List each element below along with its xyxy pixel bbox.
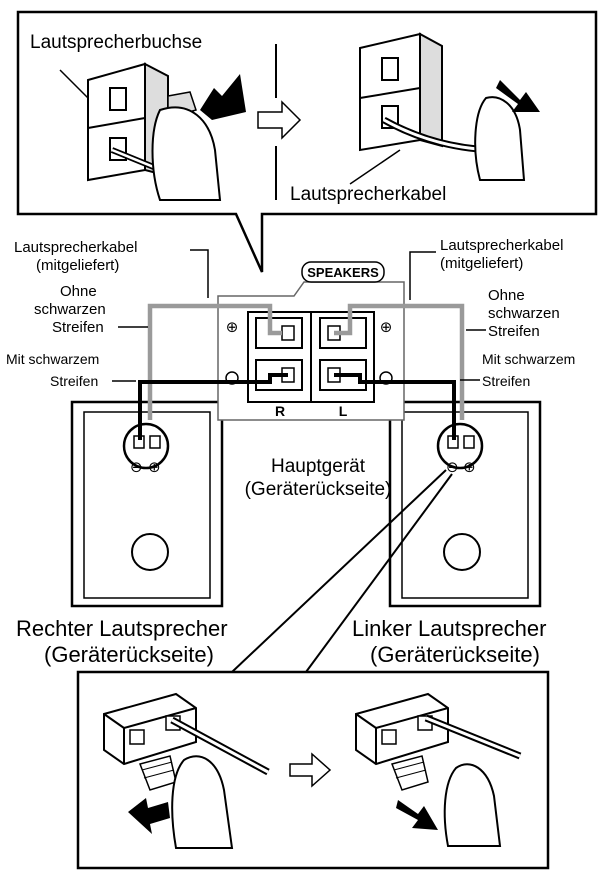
plus-symbol: ⊕ — [380, 319, 393, 336]
right-speaker-label: Rechter Lautsprecher — [16, 616, 228, 641]
stripe-label-right-2: Streifen — [482, 373, 530, 389]
release-arrow-icon — [396, 800, 438, 830]
minus-symbol: ⊖ — [130, 459, 143, 476]
left-side-labels: Lautsprecherkabel (mitgeliefert) Ohne sc… — [6, 239, 209, 389]
main-unit-panel: SPEAKERS ⊕ ⊕ R L — [217, 261, 405, 421]
channel-left-label: L — [339, 403, 348, 419]
cable-label-right: Lautsprecherkabel — [440, 237, 563, 254]
bottom-jack-released — [355, 692, 522, 847]
hollow-arrow-right-icon — [289, 752, 332, 788]
stripe-label-left-1: Mit schwarzem — [6, 351, 99, 367]
main-unit-rear-label: (Geräterückseite) — [245, 479, 392, 500]
terminal-cup — [436, 422, 484, 470]
finger-press — [151, 106, 222, 201]
no-stripe-label-left-2: schwarzen — [34, 301, 106, 318]
push-arrow-icon — [200, 74, 246, 120]
top-callout-panel: Lautsprecherbuchse — [16, 10, 598, 273]
jack-illustration-open — [87, 62, 246, 201]
plus-symbol: ⊕ — [226, 319, 239, 336]
no-stripe-label-right-1: Ohne — [488, 287, 525, 304]
black-wire-left — [334, 373, 456, 440]
gray-wire-right — [147, 303, 282, 420]
stripe-label-right-1: Mit schwarzem — [482, 351, 575, 367]
no-stripe-label-right-2: schwarzen — [488, 305, 560, 322]
hollow-arrow-right-icon — [257, 100, 302, 140]
stripe-label-left-2: Streifen — [50, 373, 98, 389]
jack-label: Lautsprecherbuchse — [30, 32, 202, 53]
left-speaker-rear-label: (Geräterückseite) — [370, 642, 540, 667]
black-wire-right — [138, 373, 288, 440]
no-stripe-label-left-1: Ohne — [60, 283, 97, 300]
plus-symbol: ⊕ — [148, 459, 161, 476]
jack-leader-line — [59, 69, 91, 101]
left-speaker-label: Linker Lautsprecher — [352, 616, 546, 641]
plus-symbol: ⊕ — [463, 459, 476, 476]
cable-supplied-left: (mitgeliefert) — [36, 257, 119, 274]
bottom-jack-pressed — [103, 692, 270, 849]
right-speaker-rear-label: (Geräterückseite) — [44, 642, 214, 667]
left-speaker-cabinet: ⊖ ⊕ — [388, 400, 542, 608]
no-stripe-label-right-3: Streifen — [488, 323, 540, 340]
minus-symbol: ⊖ — [446, 459, 459, 476]
main-unit-label: Hauptgerät — [271, 456, 366, 477]
jack-illustration-released — [359, 32, 540, 181]
speakers-badge — [301, 261, 385, 283]
terminal-cup — [122, 422, 170, 470]
cable-label-top: Lautsprecherkabel — [290, 184, 446, 205]
right-side-labels: Lautsprecherkabel (mitgeliefert) Ohne sc… — [409, 237, 575, 389]
finger-release — [474, 96, 526, 181]
no-stripe-label-left-3: Streifen — [52, 319, 104, 336]
right-speaker-cabinet: ⊖ ⊕ — [70, 400, 224, 608]
wires — [138, 303, 465, 440]
gray-wire-left — [334, 303, 465, 420]
speakers-label: SPEAKERS — [307, 265, 379, 280]
cable-supplied-right: (mitgeliefert) — [440, 255, 523, 272]
callout-pointer-left — [231, 469, 447, 673]
port-hole — [131, 533, 169, 571]
push-arrow-icon — [128, 798, 170, 834]
release-arrow-icon — [496, 80, 540, 112]
cable-label-left: Lautsprecherkabel — [14, 239, 137, 256]
channel-right-label: R — [275, 403, 285, 419]
callout-pointer-right — [305, 473, 453, 673]
cable-leader-line — [349, 149, 401, 185]
bottom-callout-panel — [76, 469, 550, 870]
port-hole — [443, 533, 481, 571]
